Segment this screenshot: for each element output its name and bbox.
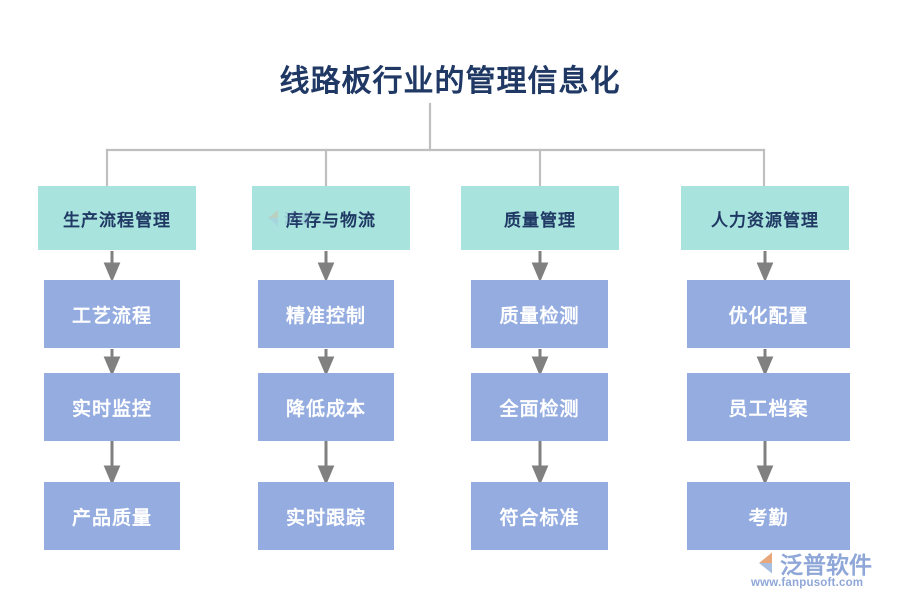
step-box-3-2[interactable]: 全面检测 xyxy=(471,373,608,441)
step-box-1-3-label: 产品质量 xyxy=(71,507,152,529)
step-box-1-2-label: 实时监控 xyxy=(71,398,152,420)
step-box-4-1-label: 优化配置 xyxy=(728,305,809,327)
step-box-1-2[interactable]: 实时监控 xyxy=(44,373,180,441)
step-box-2-3-label: 实时跟踪 xyxy=(285,507,366,529)
step-box-3-3-label: 符合标准 xyxy=(499,507,580,529)
header-box-3-label: 质量管理 xyxy=(504,210,576,230)
step-box-4-2-label: 员工档案 xyxy=(728,398,809,420)
step-box-4-3[interactable]: 考勤 xyxy=(687,482,850,550)
brand-logo: 泛普软件 www.fanpusoft.com xyxy=(748,548,894,594)
header-box-3[interactable]: 质量管理 xyxy=(461,186,619,250)
step-box-2-2-label: 降低成本 xyxy=(285,398,366,420)
step-box-2-3[interactable]: 实时跟踪 xyxy=(258,482,394,550)
brand-name: 泛普软件 xyxy=(780,553,872,578)
step-box-3-2-label: 全面检测 xyxy=(499,398,580,420)
fanpu-logo-icon xyxy=(750,550,772,576)
step-box-3-1[interactable]: 质量检测 xyxy=(471,280,608,348)
brand-url: www.fanpusoft.com xyxy=(751,577,864,589)
header-box-4[interactable]: 人力资源管理 xyxy=(681,186,849,250)
header-box-4-label: 人力资源管理 xyxy=(711,210,819,230)
step-box-1-1[interactable]: 工艺流程 xyxy=(44,280,180,348)
header-box-1[interactable]: 生产流程管理 xyxy=(38,186,196,250)
step-box-2-1-label: 精准控制 xyxy=(285,305,366,327)
step-box-4-2[interactable]: 员工档案 xyxy=(687,373,850,441)
header-box-2-label: 库存与物流 xyxy=(286,210,376,230)
step-box-3-1-label: 质量检测 xyxy=(499,305,580,327)
flow-arrows xyxy=(103,251,774,486)
step-box-1-3[interactable]: 产品质量 xyxy=(44,482,180,550)
step-box-3-3[interactable]: 符合标准 xyxy=(471,482,608,550)
step-box-4-3-label: 考勤 xyxy=(748,507,789,529)
step-box-1-1-label: 工艺流程 xyxy=(71,305,152,327)
brand-row: 泛普软件 xyxy=(748,548,872,578)
page-title: 线路板行业的管理信息化 xyxy=(279,65,621,98)
step-box-4-1[interactable]: 优化配置 xyxy=(687,280,850,348)
step-box-2-1[interactable]: 精准控制 xyxy=(258,280,394,348)
header-box-1-label: 生产流程管理 xyxy=(63,210,171,230)
step-box-2-2[interactable]: 降低成本 xyxy=(258,373,394,441)
header-box-2[interactable]: 库存与物流 xyxy=(252,186,410,250)
